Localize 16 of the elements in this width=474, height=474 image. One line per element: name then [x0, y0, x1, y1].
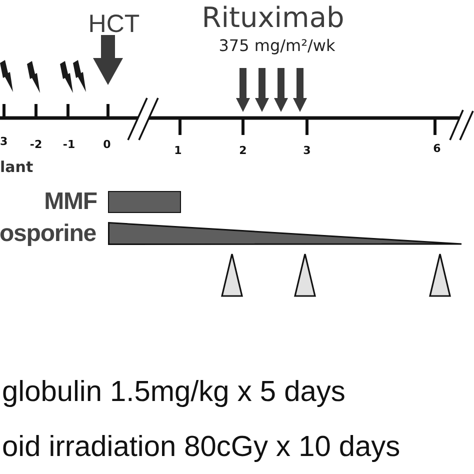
- event-label: HCT: [88, 12, 140, 37]
- drug-label: osporine: [0, 222, 96, 246]
- drug-label: MMF: [44, 190, 97, 214]
- phase-label: lant: [0, 160, 34, 175]
- tick-label: 3: [0, 136, 8, 147]
- regimen-text: oid irradiation 80cGy x 10 days: [2, 433, 400, 462]
- tick-label: 2: [239, 145, 247, 156]
- drug-label: Rituximab: [202, 4, 344, 32]
- tick-label: 3: [303, 145, 311, 156]
- tick-label: -1: [62, 139, 76, 150]
- regimen-text: globulin 1.5mg/kg x 5 days: [2, 378, 346, 407]
- tick-label: 1: [174, 145, 182, 156]
- dose-label: 375 mg/m²/wk: [218, 38, 336, 54]
- tick-label: 6: [433, 143, 441, 154]
- tick-label: -2: [30, 139, 42, 150]
- tick-label: 0: [103, 139, 111, 150]
